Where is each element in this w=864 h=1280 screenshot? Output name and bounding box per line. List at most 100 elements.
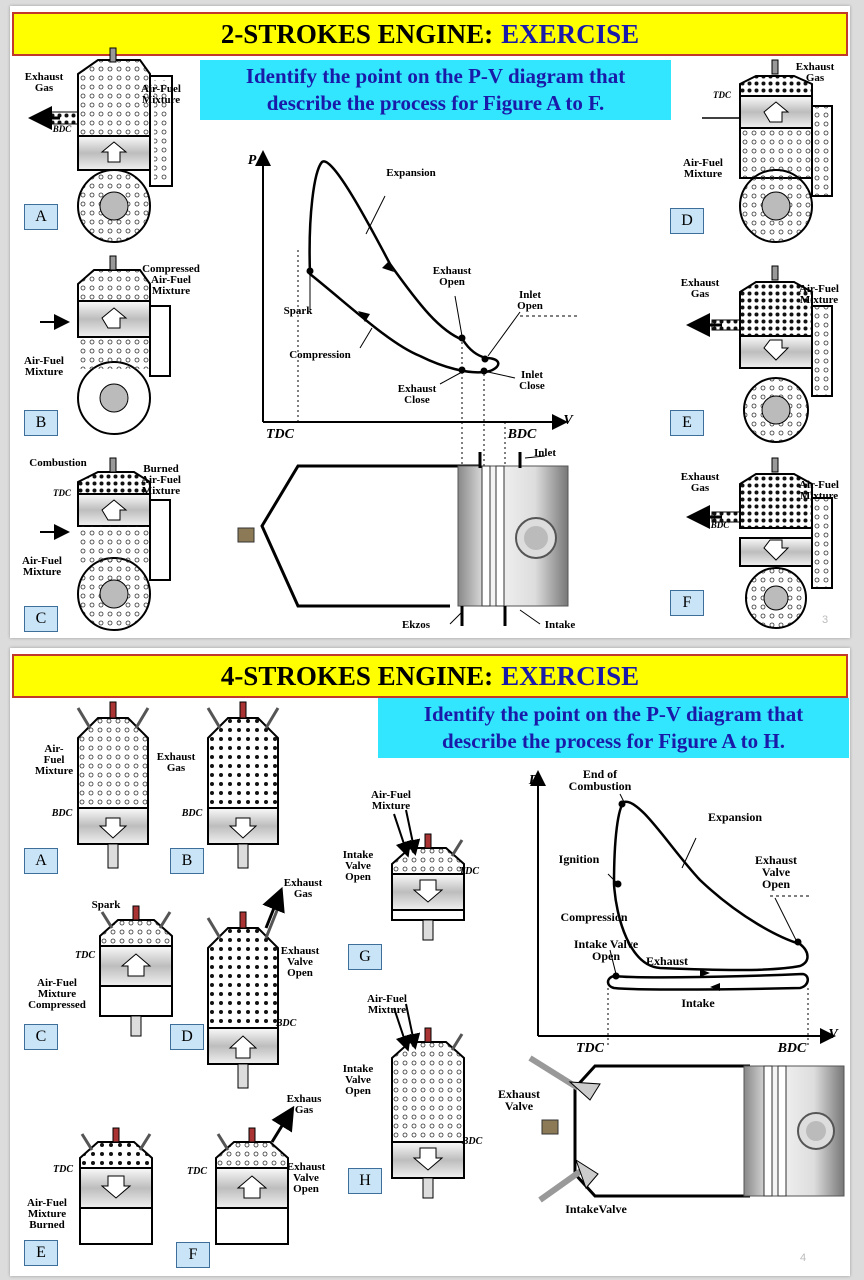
d-tdc-label: TDC (713, 90, 731, 100)
ekzos-label: Ekzos (401, 619, 431, 631)
pv-loop (308, 160, 500, 374)
page-number: 3 (822, 614, 829, 626)
point-spark (306, 267, 314, 275)
engine-d (702, 59, 833, 243)
c-tdc-label: TDC (75, 950, 95, 961)
engine-e (686, 265, 833, 443)
instruction-line-2: describe the process for Figure A to H. (442, 729, 785, 753)
title-main: 2-STROKES ENGINE: (220, 18, 494, 49)
inlet-port-label: Inlet (534, 447, 556, 459)
figure-f-box: F (670, 590, 704, 616)
engine-4b (206, 701, 280, 869)
slide-two-stroke: 2-STROKES ENGINE: EXERCISE Identify the … (10, 6, 850, 638)
engine-c (40, 457, 171, 631)
expansion-label: Expansion (707, 810, 763, 824)
v-axis-label: V (828, 1027, 838, 1042)
title-highlight: EXERCISE (501, 660, 640, 691)
instruction-line-1: Identify the point on the P-V diagram th… (423, 702, 804, 726)
a-bdc-label: BDC (52, 124, 72, 134)
figure-4g-box: G (348, 944, 382, 970)
engine-b (40, 255, 171, 435)
engine-4f (215, 1105, 295, 1245)
expansion-label: Expansion (386, 167, 436, 179)
f-bdc-label: BDC (710, 520, 730, 530)
point-intake-valve-open (612, 972, 620, 980)
pv-diagram-4stroke (530, 770, 836, 1048)
p-axis-label: P (247, 153, 257, 168)
slide-four-stroke: 4-STROKES ENGINE: EXERCISE Identify the … (10, 648, 850, 1276)
slide-title: 4-STROKES ENGINE: EXERCISE (12, 654, 848, 698)
intake-port-label: Intake (544, 619, 576, 631)
slide-title: 2-STROKES ENGINE: EXERCISE (12, 12, 848, 56)
p-axis-label: P (528, 773, 538, 788)
cylinder-2stroke (237, 452, 569, 626)
figure-4d-box: D (170, 1024, 204, 1050)
figure-a-box: A (24, 204, 58, 230)
exhaust-stroke-label: Exhaust (645, 954, 689, 968)
engine-4h (391, 1003, 465, 1199)
b-bdc-label: BDC (181, 808, 203, 819)
f-tdc-label: TDC (187, 1166, 207, 1177)
figure-4h-box: H (348, 1168, 382, 1194)
engine-a (28, 47, 173, 243)
c-tdc-label: TDC (53, 488, 71, 498)
title-highlight: EXERCISE (501, 18, 640, 49)
figure-4e-box: E (24, 1240, 58, 1266)
engine-4e (79, 1127, 153, 1245)
figure-4b-box: B (170, 848, 204, 874)
point-exhaust-valve-open (794, 938, 802, 946)
intake-valve-label: IntakeValve (565, 1202, 627, 1216)
figure-c-box: C (24, 606, 58, 632)
compression-label: Compression (560, 910, 628, 924)
compression-label: Compression (289, 349, 351, 361)
ignition-label: Ignition (558, 852, 600, 866)
figure-b-box: B (24, 410, 58, 436)
point-end-combustion (618, 800, 626, 808)
point-exhaust-open (458, 334, 466, 342)
instruction-line-2: describe the process for Figure A to F. (266, 91, 605, 115)
figure-4c-box: C (24, 1024, 58, 1050)
instruction-box: Identify the point on the P-V diagram th… (378, 698, 849, 758)
d-bdc-label: BDC (275, 1018, 297, 1029)
two-stroke-drawings (28, 47, 833, 631)
spark-label: Spark (283, 305, 313, 317)
figure-4f-box: F (176, 1242, 210, 1268)
figure-e-box: E (670, 410, 704, 436)
engine-4c (99, 905, 173, 1037)
instruction-line-1: Identify the point on the P-V diagram th… (245, 64, 626, 88)
four-stroke-drawings (76, 701, 845, 1245)
engine-4g (391, 809, 465, 941)
engine-f (686, 457, 833, 629)
h-bdc-label: BDC (461, 1136, 483, 1147)
c-spark-label: Spark (91, 899, 121, 911)
page-number: 4 (800, 1252, 807, 1264)
e-tdc-label: TDC (53, 1164, 73, 1175)
a-bdc-label: BDC (51, 808, 73, 819)
point-exhaust-close (458, 366, 466, 374)
engine-4a (76, 701, 150, 869)
